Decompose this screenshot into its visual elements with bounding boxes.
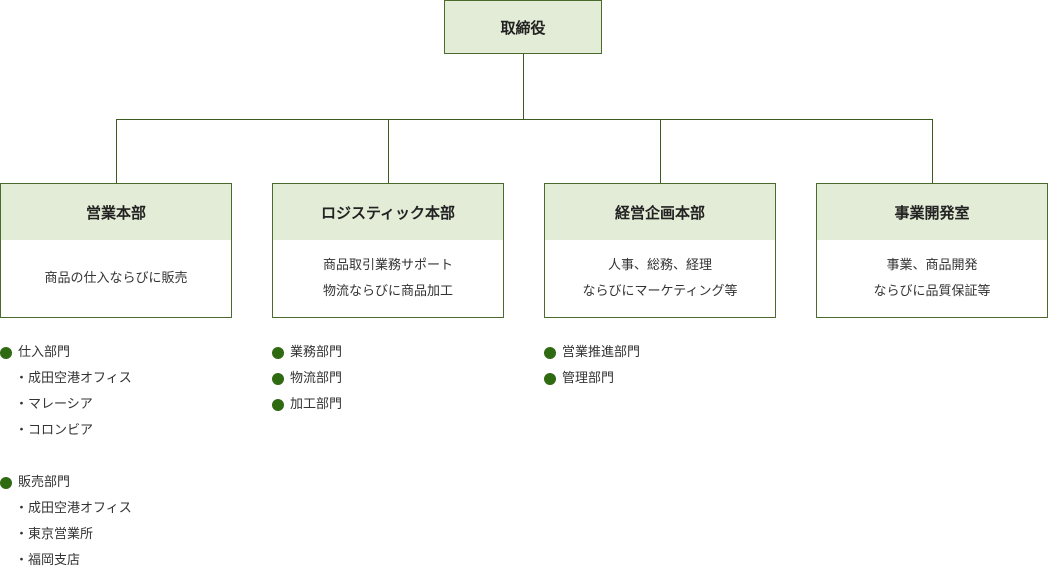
section-label: 物流部門 — [290, 371, 343, 386]
bullet-icon — [0, 477, 12, 489]
section-item: 管理部門 — [544, 366, 640, 392]
section-item: 業務部門 — [272, 340, 342, 366]
dept-development: 事業開発室 事業、商品開発 ならびに品質保証等 — [816, 183, 1048, 318]
connector-top-vertical — [523, 54, 524, 120]
dept-development-description: 事業、商品開発 ならびに品質保証等 — [817, 240, 1047, 317]
dept-planning-title: 経営企画本部 — [545, 184, 775, 240]
dept-logistics-title: ロジスティック本部 — [273, 184, 503, 240]
dept-development-line-1: 事業、商品開発 — [886, 257, 978, 273]
sales-section-list: 仕入部門 ・成田空港オフィス ・マレーシア ・コロンビア 販売部門 ・成田空港オ… — [0, 340, 132, 574]
dept-logistics-line-2: 物流ならびに商品加工 — [322, 283, 453, 299]
directors-box: 取締役 — [444, 0, 602, 54]
section-label: 販売部門 — [18, 475, 71, 490]
dept-planning: 経営企画本部 人事、総務、経理 ならびにマーケティング等 — [544, 183, 776, 318]
bullet-icon — [544, 347, 556, 359]
dept-logistics: ロジスティック本部 商品取引業務サポート 物流ならびに商品加工 — [272, 183, 504, 318]
connector-drop-sales — [116, 119, 117, 183]
bullet-icon — [272, 373, 284, 385]
dept-logistics-line-1: 商品取引業務サポート — [322, 257, 453, 273]
section-label: 業務部門 — [290, 345, 343, 360]
section-item: 販売部門 — [0, 470, 132, 496]
group-spacer — [0, 444, 132, 470]
dept-sales-line-1: 商品の仕入ならびに販売 — [44, 270, 188, 286]
connector-horizontal — [116, 119, 933, 120]
dept-planning-line-1: 人事、総務、経理 — [607, 257, 712, 273]
bullet-icon — [272, 399, 284, 411]
sub-item: ・福岡支店 — [15, 553, 81, 568]
sub-item: ・コロンビア — [15, 423, 94, 438]
sub-item: ・成田空港オフィス — [15, 371, 132, 386]
section-item: 営業推進部門 — [544, 340, 640, 366]
connector-drop-planning — [660, 119, 661, 183]
section-label: 管理部門 — [562, 371, 615, 386]
connector-drop-development — [932, 119, 933, 183]
section-label: 加工部門 — [290, 397, 343, 412]
sub-item: ・東京営業所 — [15, 527, 94, 542]
dept-development-title: 事業開発室 — [817, 184, 1047, 240]
sub-item: ・成田空港オフィス — [15, 501, 132, 516]
dept-planning-description: 人事、総務、経理 ならびにマーケティング等 — [545, 240, 775, 317]
dept-planning-line-2: ならびにマーケティング等 — [582, 283, 738, 299]
section-item: 加工部門 — [272, 392, 342, 418]
logistics-section-list: 業務部門 物流部門 加工部門 — [272, 340, 342, 418]
section-item: 仕入部門 — [0, 340, 132, 366]
sub-item: ・マレーシア — [15, 397, 93, 412]
bullet-icon — [272, 347, 284, 359]
dept-sales-title: 営業本部 — [1, 184, 231, 240]
section-label: 営業推進部門 — [562, 345, 641, 360]
dept-sales: 営業本部 商品の仕入ならびに販売 — [0, 183, 232, 318]
bullet-icon — [0, 347, 12, 359]
section-item: 物流部門 — [272, 366, 342, 392]
connector-drop-logistics — [388, 119, 389, 183]
section-label: 仕入部門 — [18, 345, 71, 360]
dept-logistics-description: 商品取引業務サポート 物流ならびに商品加工 — [273, 240, 503, 317]
dept-development-line-2: ならびに品質保証等 — [873, 283, 991, 299]
planning-section-list: 営業推進部門 管理部門 — [544, 340, 640, 392]
dept-sales-description: 商品の仕入ならびに販売 — [1, 240, 231, 317]
bullet-icon — [544, 373, 556, 385]
